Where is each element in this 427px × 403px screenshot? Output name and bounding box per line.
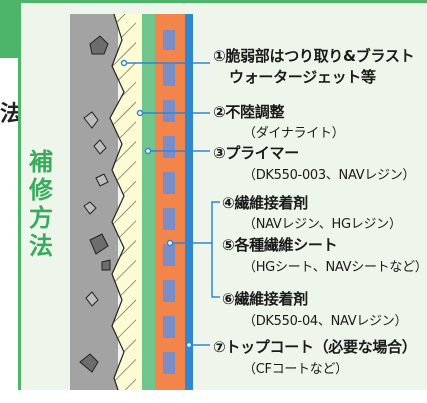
aggregate-stone <box>83 111 99 129</box>
concrete-layer <box>70 14 118 390</box>
adhesive-layer-1 <box>155 14 163 390</box>
layer-2-title: ②不陸調整 <box>213 103 285 121</box>
left-green-tab <box>0 0 18 58</box>
left-margin: 法 <box>0 0 23 403</box>
layer-1-title: ①脆弱部はつり取り&ブラスト <box>213 47 415 65</box>
leader-dot-2 <box>136 109 144 117</box>
fiber-sheet-stripes <box>163 30 175 374</box>
adhesive-layer-2 <box>175 14 185 390</box>
leader-dot-1 <box>120 59 128 67</box>
aggregate-stone <box>89 233 109 255</box>
side-title-char: 補 <box>29 148 53 176</box>
layer-7-subtitle: （CFコートなど） <box>243 362 348 377</box>
leader-lines <box>120 59 220 349</box>
layer-3-subtitle: （DK550-003、NAVレジン） <box>243 168 416 183</box>
leader-dot-7 <box>185 341 193 349</box>
left-edge-glyph: 法 <box>0 102 23 127</box>
aggregate-stone <box>95 173 109 187</box>
aggregate-stone <box>85 291 99 307</box>
putty-layer <box>136 14 142 390</box>
aggregate-stone <box>79 353 99 373</box>
layer-4-subtitle: （NAVレジン、HGレジン） <box>243 217 402 232</box>
layer-5-subtitle: （HGシート、NAVシートなど） <box>243 260 427 275</box>
layer-2-subtitle: （ダイナライト） <box>243 126 345 141</box>
layer-3-title: ③プライマー <box>213 144 299 162</box>
leader-dot-5 <box>166 239 174 247</box>
bracket-adhesive-1 <box>211 201 220 298</box>
layer-5-title: ⑤各種繊維シート <box>222 236 338 254</box>
side-title-char: 法 <box>29 232 53 260</box>
aggregate-stone <box>101 259 111 271</box>
topcoat-layer <box>185 14 193 390</box>
side-title-char: 修 <box>29 176 53 204</box>
leader-dot-3 <box>144 147 152 155</box>
primer-layer <box>142 14 155 390</box>
concrete-hatch <box>110 14 136 390</box>
layer-6-title: ⑥繊維接着剤 <box>222 290 308 308</box>
layer-7-title: ⑦トップコート（必要な場合） <box>213 338 417 356</box>
layer-1-title-line2: ウォータージェット等 <box>229 68 376 86</box>
rough-edge-line <box>109 13 125 391</box>
aggregate-stone <box>93 139 107 155</box>
layer-4-title: ④繊維接着剤 <box>222 194 308 212</box>
aggregate-stone <box>83 201 97 215</box>
side-title-char: 方 <box>29 204 53 232</box>
aggregate-stone <box>89 35 109 55</box>
layer-6-subtitle: （DK550-04、NAVレジン） <box>243 314 408 329</box>
side-title: 補 修 方 法 <box>28 148 54 260</box>
